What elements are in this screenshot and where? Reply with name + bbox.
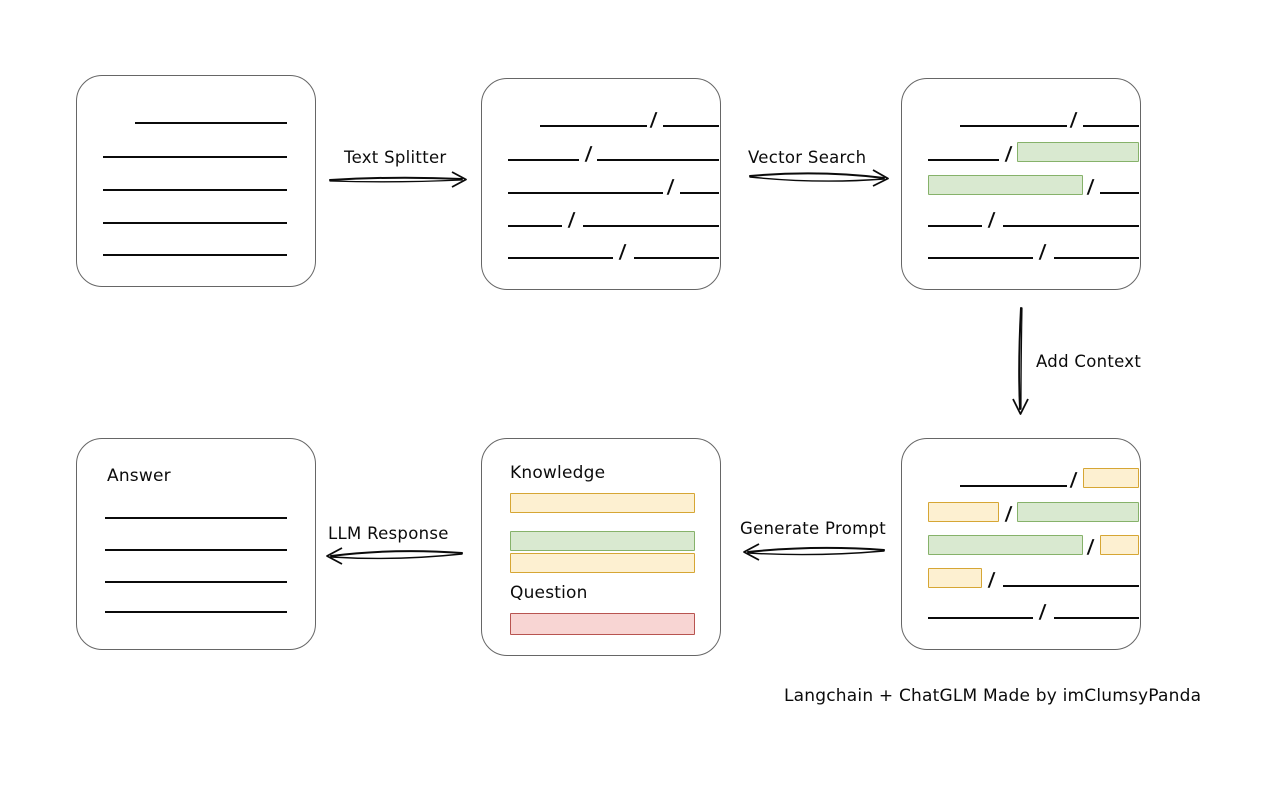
highlight-chunk-yellow[interactable] (928, 502, 999, 522)
node-split-chunks[interactable]: / / / / / (481, 78, 721, 290)
text-line (583, 225, 719, 227)
chunk-separator: / (666, 176, 675, 198)
chunk-separator: / (1004, 143, 1013, 165)
text-line (135, 122, 287, 124)
text-line (1003, 225, 1139, 227)
text-line (1083, 125, 1139, 127)
prompt-bar-yellow[interactable] (510, 493, 695, 513)
edge-label-vector-search: Vector Search (748, 148, 867, 167)
footer-credit: Langchain + ChatGLM Made by imClumsyPand… (784, 686, 1202, 706)
chunk-separator: / (1069, 469, 1078, 491)
chunk-separator: / (987, 569, 996, 591)
edge-label-generate-prompt: Generate Prompt (740, 519, 886, 538)
chunk-separator: / (1069, 109, 1078, 131)
text-line (508, 159, 579, 161)
node-context-added-chunks[interactable]: / / / / / (901, 438, 1141, 650)
chunk-separator: / (1038, 601, 1047, 623)
highlight-chunk-green[interactable] (928, 535, 1083, 555)
text-line (1054, 257, 1139, 259)
text-line (103, 254, 287, 256)
chunk-separator: / (987, 209, 996, 231)
text-line (1054, 617, 1139, 619)
section-label-question: Question (510, 583, 588, 603)
prompt-bar-green[interactable] (510, 531, 695, 551)
text-line (508, 225, 562, 227)
chunk-separator: / (1086, 176, 1095, 198)
text-line (928, 225, 982, 227)
text-line (105, 611, 287, 613)
text-line (508, 257, 613, 259)
text-line (960, 485, 1067, 487)
arrow-text-splitter (329, 171, 467, 188)
text-line (928, 159, 999, 161)
highlight-chunk-green[interactable] (1017, 502, 1139, 522)
text-line (634, 257, 719, 259)
text-line (103, 156, 287, 158)
text-line (105, 517, 287, 519)
section-label-knowledge: Knowledge (510, 463, 606, 483)
text-line (663, 125, 719, 127)
arrow-vector-search (749, 169, 889, 187)
text-line (960, 125, 1067, 127)
highlight-chunk-yellow[interactable] (1083, 468, 1139, 488)
node-vector-matched-chunks[interactable]: / / / / / (901, 78, 1141, 290)
arrow-llm-response (326, 547, 463, 565)
chunk-separator: / (618, 241, 627, 263)
text-line (928, 617, 1033, 619)
highlight-chunk-yellow[interactable] (1100, 535, 1139, 555)
text-line (103, 222, 287, 224)
text-line (508, 192, 663, 194)
arrow-add-context (1012, 307, 1029, 415)
chunk-separator: / (1086, 536, 1095, 558)
edge-label-text-splitter: Text Splitter (344, 148, 447, 167)
text-line (597, 159, 719, 161)
prompt-bar-yellow[interactable] (510, 553, 695, 573)
edge-label-add-context: Add Context (1036, 352, 1142, 371)
text-line (680, 192, 719, 194)
node-title-answer: Answer (107, 466, 171, 486)
text-line (1003, 585, 1139, 587)
text-line (105, 581, 287, 583)
arrow-generate-prompt (743, 543, 885, 561)
highlight-chunk-green[interactable] (1017, 142, 1139, 162)
text-line (1100, 192, 1139, 194)
node-answer[interactable]: Answer (76, 438, 316, 650)
highlight-chunk-yellow[interactable] (928, 568, 982, 588)
edge-label-llm-response: LLM Response (328, 524, 449, 543)
chunk-separator: / (567, 209, 576, 231)
text-line (928, 257, 1033, 259)
text-line (105, 549, 287, 551)
chunk-separator: / (649, 109, 658, 131)
node-source-document[interactable] (76, 75, 316, 287)
chunk-separator: / (584, 143, 593, 165)
prompt-bar-red[interactable] (510, 613, 695, 635)
chunk-separator: / (1038, 241, 1047, 263)
text-line (103, 189, 287, 191)
highlight-chunk-green[interactable] (928, 175, 1083, 195)
text-line (540, 125, 647, 127)
chunk-separator: / (1004, 503, 1013, 525)
